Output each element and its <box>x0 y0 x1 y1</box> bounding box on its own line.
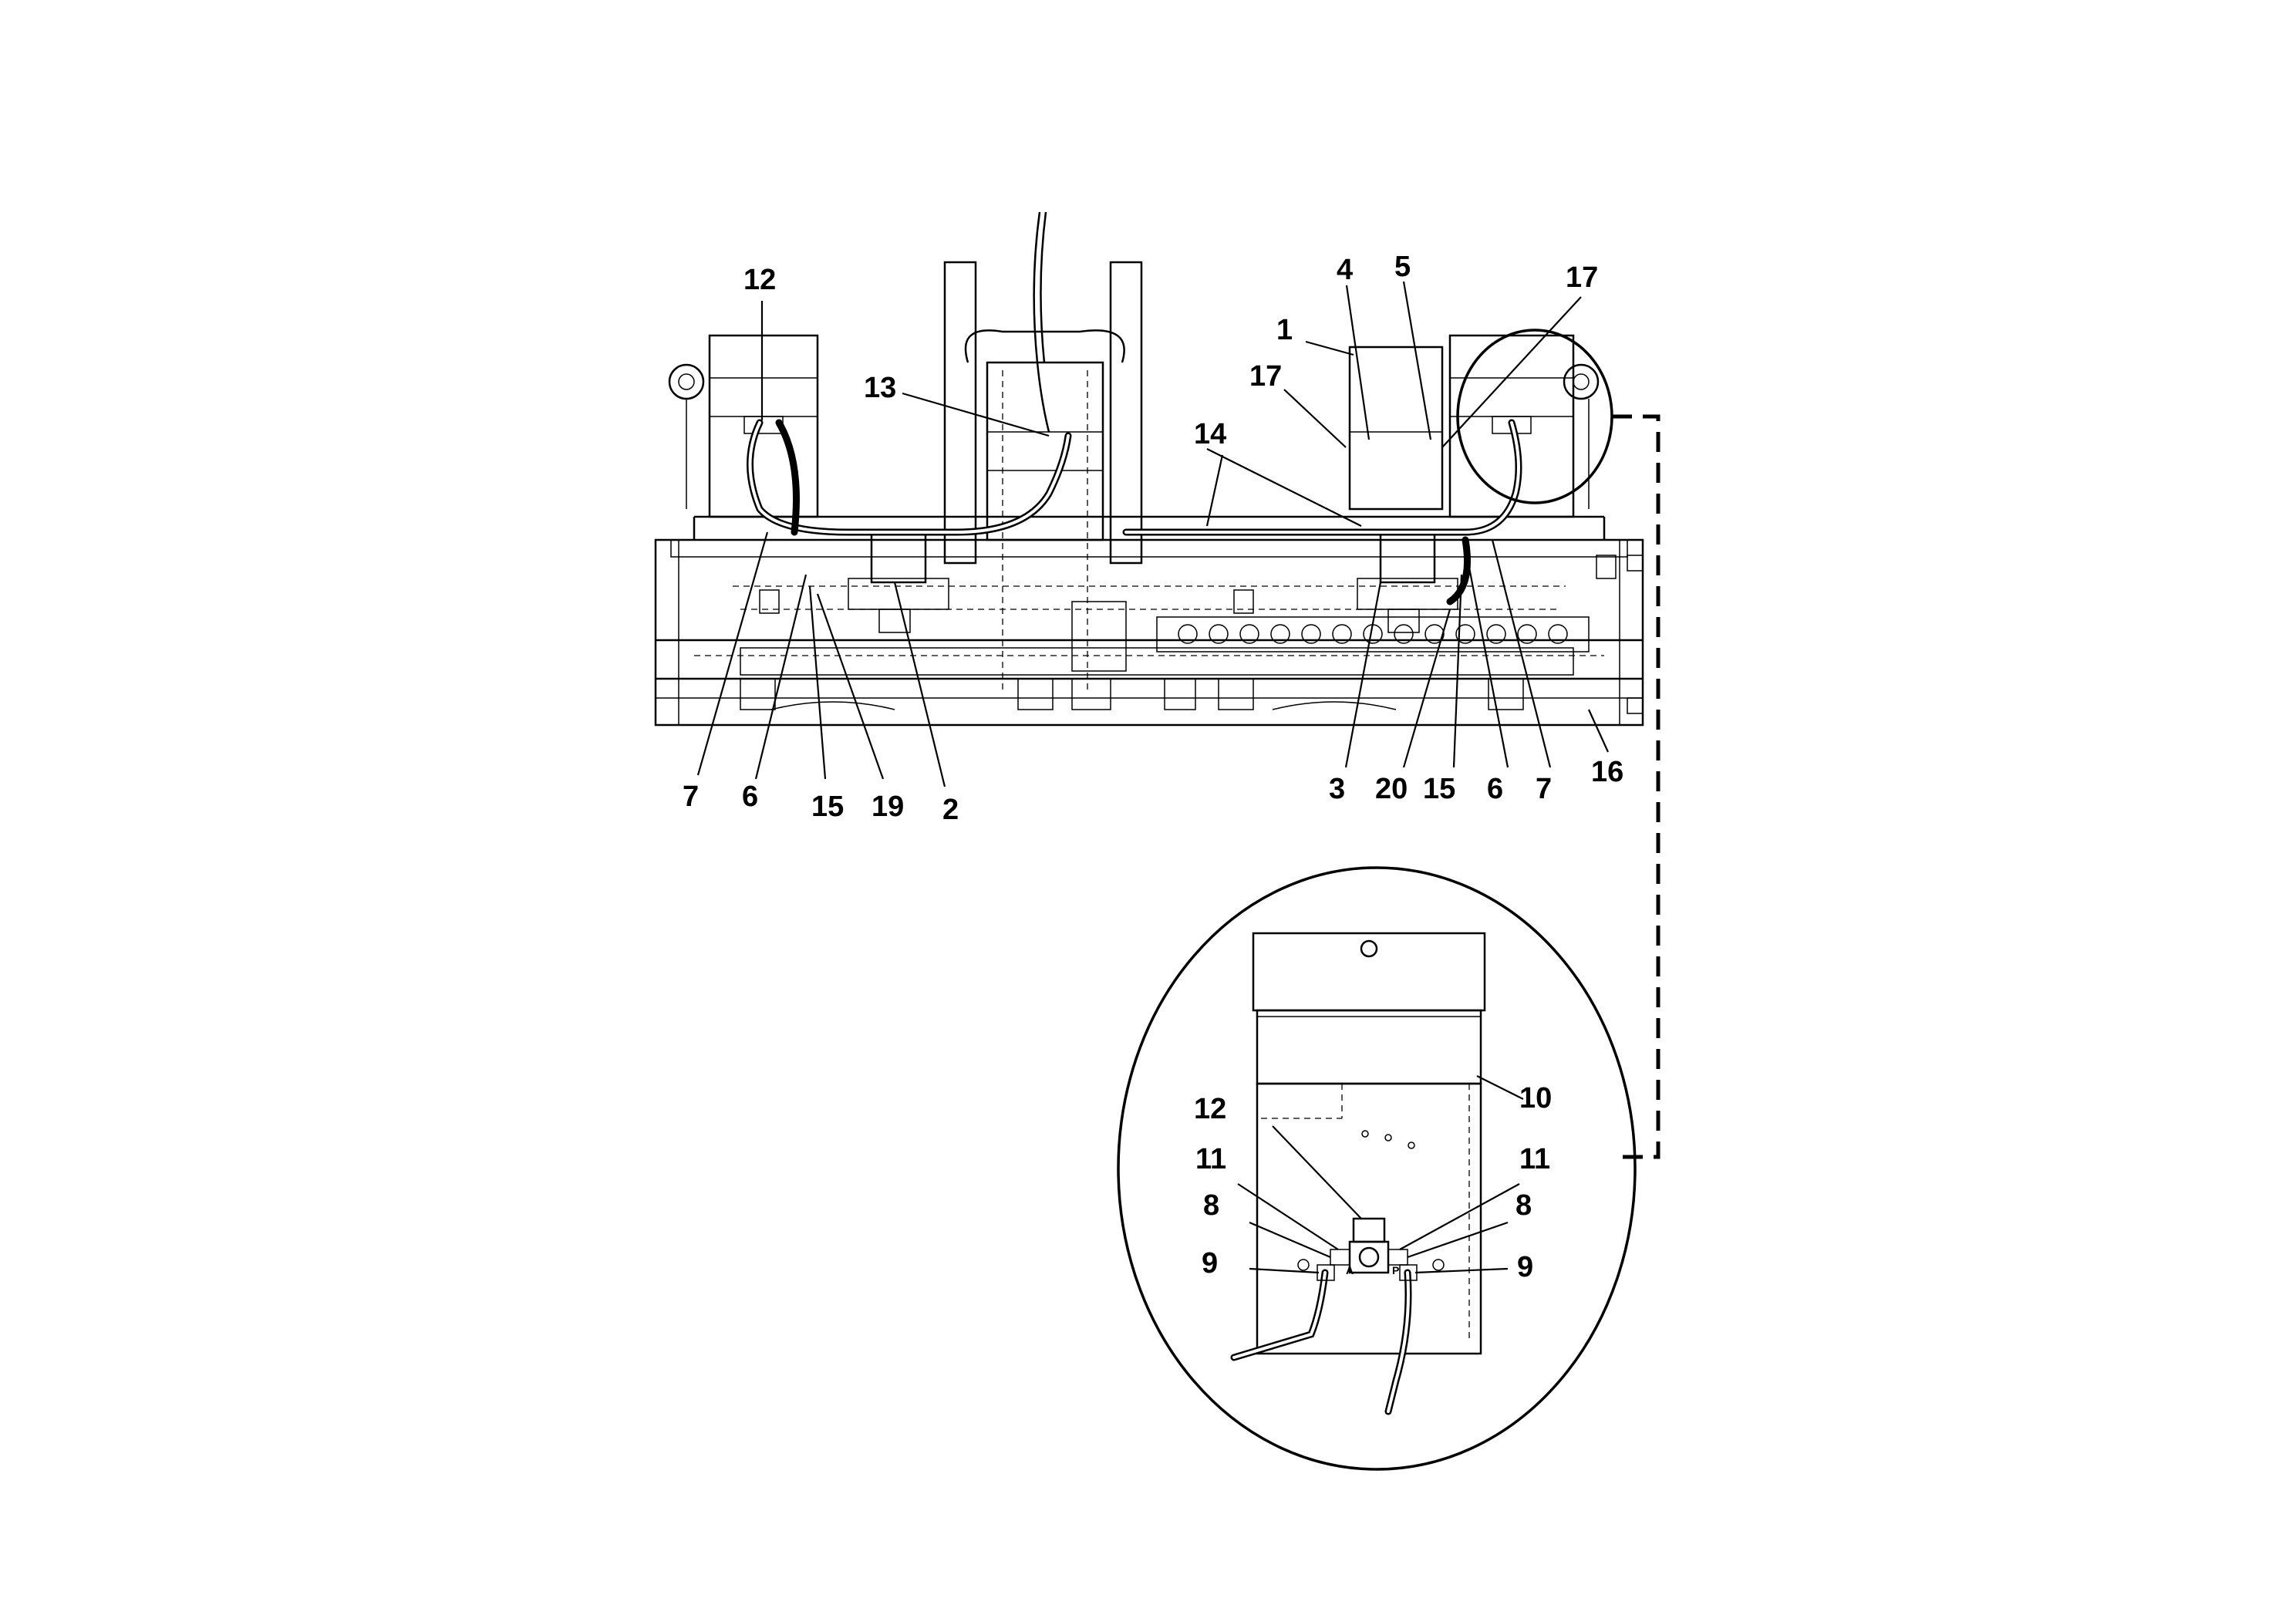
callout-19: 19 <box>872 791 904 823</box>
callout-12-top: 12 <box>743 264 776 296</box>
hole-row <box>1156 616 1590 653</box>
callout-7-right: 7 <box>1536 773 1552 805</box>
callout-17-left: 17 <box>1249 360 1282 393</box>
callout-16: 16 <box>1591 756 1623 788</box>
detail-hoses <box>1230 1264 1418 1415</box>
callout-11-left: 11 <box>1195 1143 1226 1175</box>
detail-outline <box>1117 866 1637 1471</box>
callout-15-left: 15 <box>811 791 844 823</box>
main-assembly-view <box>654 211 1660 1159</box>
central-mast <box>943 211 1143 694</box>
callout-labels: 12 13 14 1 4 5 17 17 7 6 15 19 2 3 20 15… <box>683 251 1623 1283</box>
callout-13: 13 <box>864 372 896 404</box>
detail-connector-dashed <box>1612 414 1660 1159</box>
detail-view: A P <box>1117 866 1637 1471</box>
callout-14: 14 <box>1194 418 1226 450</box>
callout-15-right: 15 <box>1423 773 1455 805</box>
callout-12-detail: 12 <box>1194 1093 1226 1125</box>
callout-3: 3 <box>1329 773 1345 805</box>
mounting-blocks <box>740 678 1524 710</box>
leader-lines <box>696 281 1610 1274</box>
left-pump <box>848 531 949 633</box>
callout-9-right: 9 <box>1517 1251 1533 1283</box>
port-label-p: P <box>1392 1264 1399 1276</box>
callout-7-left: 7 <box>683 781 699 813</box>
callout-2: 2 <box>942 794 959 826</box>
port-label-a: A <box>1346 1264 1354 1276</box>
callout-10: 10 <box>1519 1082 1552 1114</box>
callout-20: 20 <box>1375 773 1408 805</box>
valves <box>759 555 1644 714</box>
callout-5: 5 <box>1394 251 1411 283</box>
callout-8-left: 8 <box>1203 1189 1219 1222</box>
callout-17-right: 17 <box>1566 261 1598 294</box>
callout-11-right: 11 <box>1519 1143 1550 1175</box>
callout-6-right: 6 <box>1487 773 1503 805</box>
hoses <box>747 419 1522 605</box>
callout-6-left: 6 <box>742 781 758 813</box>
callout-9-left: 9 <box>1202 1247 1218 1280</box>
callout-4: 4 <box>1337 254 1353 286</box>
callout-8-right: 8 <box>1515 1189 1532 1222</box>
valve-block: A P <box>1330 1217 1408 1276</box>
callout-1: 1 <box>1276 314 1293 346</box>
